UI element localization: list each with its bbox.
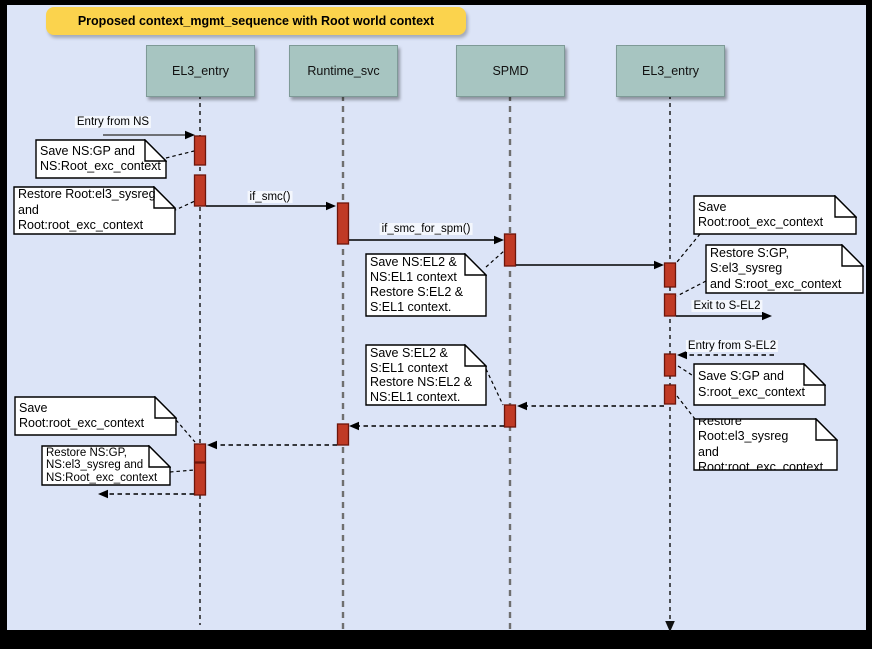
- message-exit-to-sel2-arrowhead-icon: [762, 311, 772, 321]
- note-text: Save NS:GP and NS:Root_exc_context: [40, 143, 161, 174]
- return-el3-to-ns-arrowhead-icon: [98, 489, 108, 499]
- note-text: Restore NS:GP, NS:el3_sysreg and NS:Root…: [46, 446, 158, 484]
- note-shape: [693, 195, 857, 235]
- return-el3-to-spmd-arrowhead-icon: [517, 401, 527, 411]
- note-shape: [693, 418, 838, 471]
- note-restore-root-context-left: Restore Root:el3_sysreg and Root:root_ex…: [13, 186, 176, 235]
- activation-bar: [503, 404, 517, 428]
- message-entry-from-ns-arrowhead-icon: [185, 130, 195, 140]
- lifeline-label: Runtime_svc: [307, 64, 380, 78]
- note-shape: [35, 139, 167, 179]
- note-body: [35, 139, 167, 179]
- message-entry-from-sel2-arrowhead-icon: [677, 350, 687, 360]
- note-fold-corner-icon: [464, 253, 487, 276]
- message-label-if-smc: if_smc(): [247, 191, 293, 203]
- note-connector: [676, 395, 696, 420]
- arrow-down-icon: [665, 621, 675, 632]
- note-shape: [365, 253, 487, 317]
- note-connector: [485, 250, 505, 268]
- activation-bar: [663, 353, 677, 377]
- note-shape: [705, 244, 864, 294]
- lifeline-label: SPMD: [492, 64, 529, 78]
- message-label-entry-from-sel2: Entry from S-EL2: [685, 340, 779, 352]
- note-body: [693, 363, 826, 406]
- note-save-ns-el2: Save NS:EL2 & NS:EL1 context Restore S:E…: [365, 253, 487, 317]
- note-text: Save S:GP and S:root_exc_context: [698, 369, 806, 399]
- note-text: Restore S:GP, S:el3_sysreg and S:root_ex…: [710, 245, 842, 291]
- note-text: Save Root:root_exc_context: [698, 199, 824, 230]
- note-text: Restore Root:el3_sysreg and Root:root_ex…: [18, 187, 156, 233]
- note-body: [693, 418, 838, 471]
- note-connector: [175, 419, 196, 443]
- note-body: [14, 396, 177, 436]
- message-if-smc-for-spm-arrowhead-icon: [494, 235, 504, 245]
- note-save-s-el2: Save S:EL2 & S:EL1 context Restore NS:EL…: [365, 344, 487, 406]
- return-runtime-to-el3-arrowhead-icon: [207, 440, 217, 450]
- note-connector: [165, 150, 195, 159]
- message-label-exit-to-sel2: Exit to S-EL2: [691, 300, 763, 312]
- lifeline-label: EL3_entry: [172, 64, 229, 78]
- activation-bar: [663, 384, 677, 405]
- note-text: Restore Root:el3_sysreg and Root:root_ex…: [698, 419, 824, 470]
- note-restore-s-gp: Restore S:GP, S:el3_sysreg and S:root_ex…: [705, 244, 864, 294]
- note-shape: [693, 363, 826, 406]
- note-shape: [13, 186, 176, 235]
- note-body: [365, 253, 487, 317]
- note-save-s-gp: Save S:GP and S:root_exc_context: [693, 363, 826, 406]
- note-connector: [677, 365, 696, 378]
- note-restore-ns-gp: Restore NS:GP, NS:el3_sysreg and NS:Root…: [41, 445, 171, 486]
- note-shape: [14, 396, 177, 436]
- note-connector: [485, 368, 504, 406]
- note-fold-corner-icon: [834, 195, 857, 218]
- lifeline-header-spmd: SPMD: [456, 45, 565, 97]
- lifeline-header-el3-entry-right: EL3_entry: [616, 45, 725, 97]
- note-fold-corner-icon: [148, 445, 171, 468]
- note-fold-corner-icon: [803, 363, 826, 386]
- diagram-canvas: [7, 5, 866, 630]
- note-body: [13, 186, 176, 235]
- activation-bar: [503, 233, 517, 267]
- note-connector: [676, 233, 701, 263]
- note-fold-corner-icon: [154, 396, 177, 419]
- note-fold-corner-icon: [841, 244, 864, 267]
- note-save-root-exc-bottom: Save Root:root_exc_context: [14, 396, 177, 436]
- note-fold-corner-icon: [144, 139, 167, 162]
- note-shape: [365, 344, 487, 406]
- note-body: [693, 195, 857, 235]
- lifeline-label: EL3_entry: [642, 64, 699, 78]
- message-label-if-smc-for-spm: if_smc_for_spm(): [379, 223, 473, 235]
- diagram-title: Proposed context_mgmt_sequence with Root…: [46, 7, 466, 35]
- note-body: [705, 244, 864, 294]
- note-fold-corner-icon: [153, 186, 176, 209]
- activation-bar: [193, 462, 207, 496]
- note-body: [41, 445, 171, 486]
- note-connector: [169, 469, 195, 473]
- activation-bar: [336, 423, 350, 446]
- activation-bar: [193, 443, 207, 463]
- note-restore-root-context-right: Restore Root:el3_sysreg and Root:root_ex…: [693, 418, 838, 471]
- note-shape: [41, 445, 171, 486]
- message-label-entry-from-ns: Entry from NS: [74, 116, 152, 128]
- note-fold-corner-icon: [815, 418, 838, 441]
- activation-bar: [663, 293, 677, 317]
- note-body: [365, 344, 487, 406]
- activation-bar: [193, 174, 207, 207]
- message-spmd-to-el3-arrowhead-icon: [654, 260, 664, 270]
- lifeline-header-runtime-svc: Runtime_svc: [289, 45, 398, 97]
- message-if-smc-arrowhead-icon: [326, 201, 336, 211]
- note-save-ns-gp: Save NS:GP and NS:Root_exc_context: [35, 139, 167, 179]
- note-connector: [676, 280, 707, 297]
- lifeline-header-el3-entry-left: EL3_entry: [146, 45, 255, 97]
- note-text: Save NS:EL2 & NS:EL1 context Restore S:E…: [370, 255, 464, 314]
- activation-bar: [336, 202, 350, 245]
- note-fold-corner-icon: [464, 344, 487, 367]
- note-save-root-exc-top: Save Root:root_exc_context: [693, 195, 857, 235]
- return-spmd-to-runtime-arrowhead-icon: [349, 421, 359, 431]
- note-connector: [172, 200, 196, 212]
- note-text: Save S:EL2 & S:EL1 context Restore NS:EL…: [370, 346, 473, 404]
- activation-bar: [663, 262, 677, 288]
- activation-bar: [193, 135, 207, 166]
- note-text: Save Root:root_exc_context: [19, 400, 145, 431]
